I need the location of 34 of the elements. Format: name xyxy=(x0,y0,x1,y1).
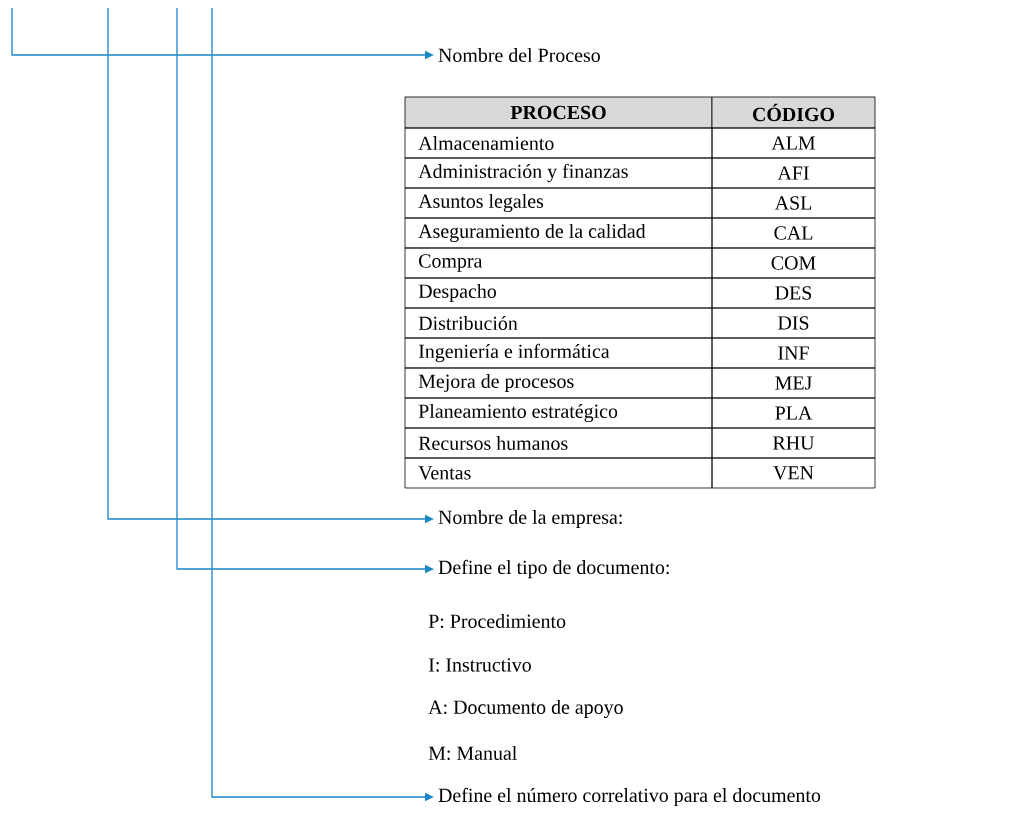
table-cell: AFI xyxy=(711,157,876,189)
table-cell: RHU xyxy=(711,427,876,459)
table-cell: Despacho xyxy=(404,277,713,309)
table-cell: Compra xyxy=(404,247,713,279)
table-cell: Planeamiento estratégico xyxy=(404,397,713,429)
list-item: M: Manual xyxy=(428,745,517,761)
table-cell: Administración y finanzas xyxy=(404,157,713,189)
header-cell: CÓDIGO xyxy=(711,96,876,129)
annotation-text: Nombre de la empresa: xyxy=(438,509,622,528)
table-cell: Asuntos legales xyxy=(404,187,713,219)
table-cell: DES xyxy=(711,277,876,309)
header-cell: PROCESO xyxy=(404,96,713,129)
list-item: I: Instructivo xyxy=(428,658,531,672)
table-cell: Almacenamiento xyxy=(404,127,713,159)
table-cell: Mejora de procesos xyxy=(404,367,713,399)
table-cell: Ingeniería e informática xyxy=(404,337,713,369)
table-cell: Recursos humanos xyxy=(404,427,713,459)
table-cell: Aseguramiento de la calidad xyxy=(404,217,713,249)
annotation-text: Define el número correlativo para el documento xyxy=(438,787,821,807)
table-cell: Distribución xyxy=(404,307,713,339)
table-cell: PLA xyxy=(711,397,876,429)
table-cell: ALM xyxy=(711,127,876,159)
table-cell: Ventas xyxy=(404,457,713,489)
table-cell: VEN xyxy=(711,457,876,489)
table-cell: ASL xyxy=(711,187,876,219)
annotation-text: Define el tipo de documento: xyxy=(438,559,669,579)
table-cell: MEJ xyxy=(711,367,876,399)
list-item: P: Procedimiento xyxy=(428,613,566,629)
annotation-text: Nombre del Proceso xyxy=(438,48,600,62)
table-cell: CAL xyxy=(711,217,876,249)
table-cell: COM xyxy=(711,247,876,279)
table-cell: DIS xyxy=(711,307,876,339)
table-cell: INF xyxy=(711,337,876,369)
list-item: A: Documento de apoyo xyxy=(428,699,623,719)
